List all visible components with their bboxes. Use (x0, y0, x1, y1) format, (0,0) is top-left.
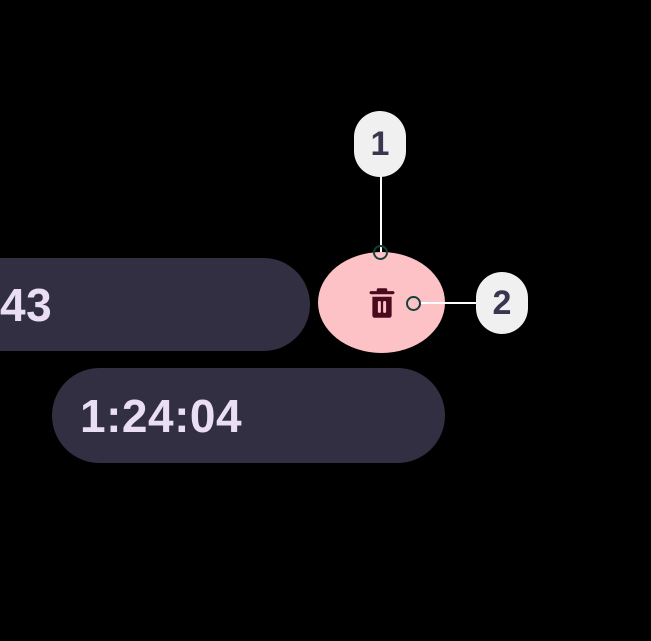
trash-icon (369, 287, 394, 318)
annotation-badge-2-label: 2 (492, 283, 512, 322)
annotation-anchor-ring-1 (373, 245, 388, 260)
timer-chip-label: 1:24:04 (80, 389, 243, 442)
count-chip-label: 43 (0, 278, 53, 331)
annotation-connector-1 (380, 176, 382, 252)
annotation-badge-2[interactable]: 2 (476, 272, 528, 334)
count-chip[interactable]: 43 (0, 258, 310, 351)
annotation-connector-2 (420, 302, 482, 304)
annotation-badge-1[interactable]: 1 (354, 111, 406, 177)
annotation-anchor-ring-2 (406, 296, 421, 311)
timer-chip[interactable]: 1:24:04 (52, 368, 445, 463)
annotation-badge-1-label: 1 (370, 124, 390, 163)
